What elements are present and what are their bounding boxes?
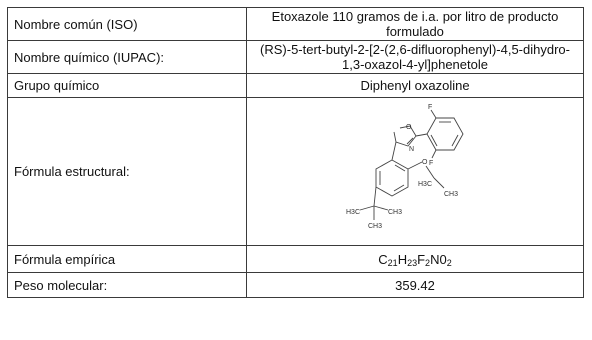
fluorine-top-label: F [428,104,432,111]
oxazoline-ring [393,124,417,147]
f-bottom-bond [431,149,437,158]
formula-element: H [397,251,408,267]
iupac-name-value: (RS)-5-tert-butyl-2-[2-(2,6-difluorophen… [246,40,584,74]
formula-element: 0 [439,251,447,267]
structural-formula-label: Fórmula estructural: [7,97,247,246]
structural-formula-diagram: F F O N O H3 [346,104,464,230]
difluorophenyl-ring [426,117,464,150]
oxazoline-nitrogen-label: N [409,146,414,153]
phenetole-ring [375,158,409,197]
formula-element: C [378,251,388,267]
formula-count: 2 [446,257,452,268]
tbutyl-ch3-right-label: CH3 [388,209,402,216]
formula-count: 21 [387,257,398,268]
chemical-group-value: Diphenyl oxazoline [246,73,584,98]
ethyl-h3c-label: H3C [418,181,432,188]
chemical-group-label: Grupo químico [7,73,247,98]
row-chemical-group: Grupo químico Diphenyl oxazoline [7,73,584,98]
row-common-name: Nombre común (ISO) Etoxazole 110 gramos … [7,7,584,41]
ethyl-ch3-label: CH3 [444,191,458,198]
oxazoline-oxygen-label: O [406,124,412,131]
row-empirical-formula: Fórmula empírica C21H23F2N02 [7,245,584,273]
tbutyl-ch3-bottom-label: CH3 [368,223,382,230]
iupac-name-label: Nombre químico (IUPAC): [7,40,247,74]
fluorine-bottom-label: F [429,160,433,167]
molecular-weight-value: 359.42 [246,272,584,298]
formula-element: F [417,251,426,267]
ether-oxygen-label: O [422,159,428,166]
common-name-value: Etoxazole 110 gramos de i.a. por litro d… [246,7,584,41]
structural-formula-cell: F F O N O H3 [246,97,584,246]
formula-element: N [430,251,440,267]
row-structural-formula: Fórmula estructural: F F O N [7,97,584,246]
formula-count: 2 [425,257,431,268]
common-name-label: Nombre común (ISO) [7,7,247,41]
empirical-formula-value: C21H23F2N02 [246,245,584,273]
tbutyl-h3c-label: H3C [346,209,360,216]
row-molecular-weight: Peso molecular: 359.42 [7,272,584,298]
row-iupac-name: Nombre químico (IUPAC): (RS)-5-tert-buty… [7,40,584,74]
empirical-formula-label: Fórmula empírica [7,245,247,273]
molecular-weight-label: Peso molecular: [7,272,247,298]
f-top-bond [430,109,437,118]
formula-count: 23 [407,257,418,268]
product-spec-table: Nombre común (ISO) Etoxazole 110 gramos … [7,7,584,298]
